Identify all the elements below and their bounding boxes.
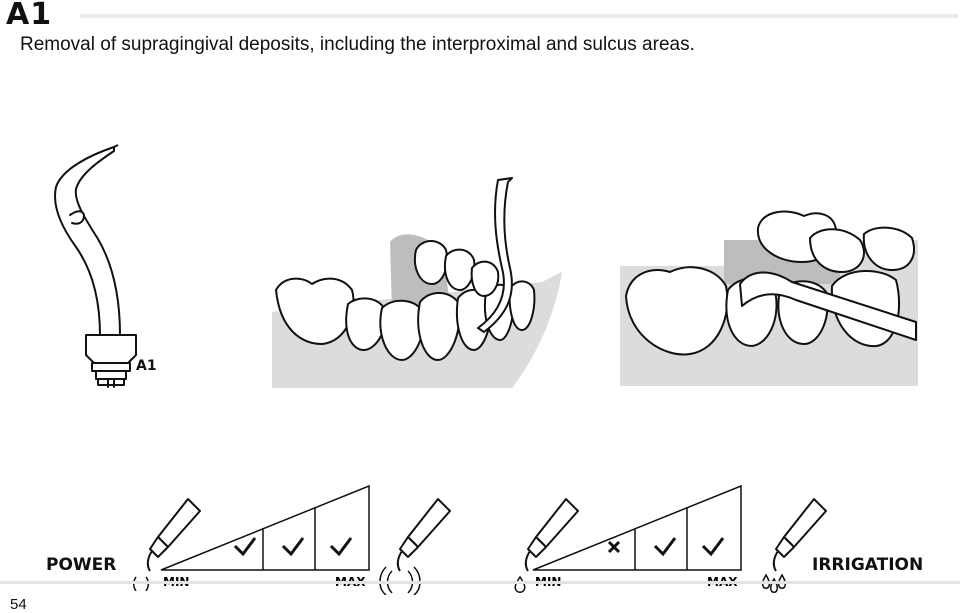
scaler-tip-illustration xyxy=(54,144,137,388)
power-check-3 xyxy=(329,537,353,557)
irrigation-gauge: MIN MAX xyxy=(532,484,742,589)
power-handpiece-icon xyxy=(133,498,201,591)
irrigation-check-3 xyxy=(701,537,725,557)
drop-icon xyxy=(514,575,526,593)
power-label: POWER xyxy=(46,555,117,575)
power-check-2 xyxy=(281,537,305,557)
page-title: A1 xyxy=(6,0,53,32)
irrigation-max-handpiece-icon xyxy=(761,498,827,593)
irrigation-label: IRRIGATION xyxy=(812,555,924,575)
lower-jaw-illustration xyxy=(272,177,562,388)
irrigation-check-2 xyxy=(653,537,677,557)
power-gauge: MIN MAX xyxy=(160,484,370,589)
tip-description: Removal of supragingival deposits, inclu… xyxy=(20,34,695,55)
footer-rule xyxy=(0,581,960,584)
instrument xyxy=(477,177,513,333)
tip-label: A1 xyxy=(136,358,157,374)
title-rule xyxy=(80,14,958,18)
upper-jaw-illustration xyxy=(620,204,918,386)
power-check-1 xyxy=(233,537,257,557)
page-number: 54 xyxy=(10,596,27,613)
power-max-handpiece-icon xyxy=(379,498,451,595)
instrument-2 xyxy=(739,271,917,341)
irrigation-cross-1 xyxy=(607,540,621,554)
irrigation-handpiece-icon xyxy=(514,498,579,593)
